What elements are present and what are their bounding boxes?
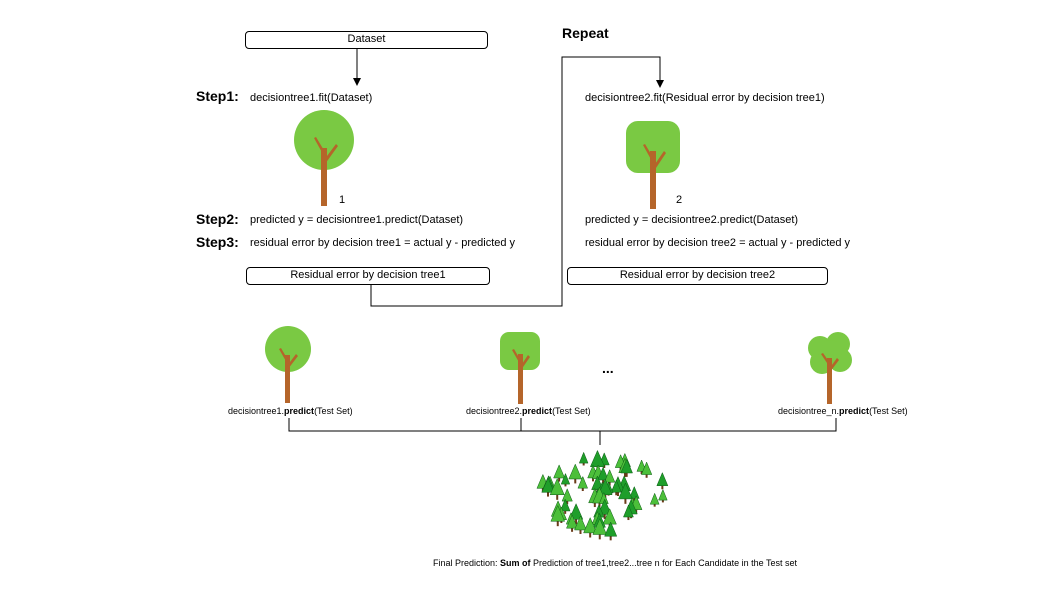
step1-label: Step1:: [196, 88, 239, 104]
predict-label-1-bold: predict: [284, 406, 315, 416]
tree-2-number: 2: [676, 194, 683, 206]
predict-label-2-prefix: decisiontree2.: [466, 406, 523, 416]
predict-label-n-bold: predict: [839, 406, 870, 416]
repeat-loop-line: [370, 56, 664, 307]
tree-1-icon: [294, 110, 354, 206]
predict-label-n-prefix: decisiontree_n.: [778, 406, 840, 416]
forest-tree: [658, 488, 668, 503]
ellipsis: ...: [602, 360, 614, 376]
forest-tree: [620, 458, 633, 477]
forest-tree: [541, 477, 555, 497]
step3-label: Step3:: [196, 234, 239, 250]
forest-tree: [610, 479, 622, 496]
bottom-tree-n-icon: [808, 332, 852, 404]
residual-box-1: Residual error by decision tree1: [246, 267, 490, 285]
predict-label-1-suffix: (Test Set): [314, 406, 353, 416]
step1-text: decisiontree1.fit(Dataset): [250, 92, 373, 104]
forest-tree: [604, 469, 616, 486]
forest-tree: [623, 504, 634, 521]
tree2-predict-text: predicted y = decisiontree2.predict(Data…: [585, 214, 799, 226]
predict-label-1: decisiontree1.predict(Test Set): [228, 406, 353, 416]
predict-label-2: decisiontree2.predict(Test Set): [466, 406, 591, 416]
forest-tree: [578, 451, 589, 466]
predict-label-n-suffix: (Test Set): [869, 406, 908, 416]
forest-tree: [574, 515, 587, 534]
forest-icon: [536, 449, 669, 541]
forest-tree: [553, 464, 566, 482]
final-prediction-suffix: Prediction of tree1,tree2...tree n for E…: [530, 558, 798, 568]
forest-tree: [592, 518, 608, 540]
step3-text: residual error by decision tree1 = actua…: [250, 237, 516, 249]
forest-tree: [550, 504, 566, 527]
forest-tree: [566, 514, 579, 532]
predict-label-1-prefix: decisiontree1.: [228, 406, 285, 416]
forest-tree: [597, 466, 609, 484]
final-prediction-text: Final Prediction: Sum of Prediction of t…: [433, 558, 797, 568]
residual-box-2: Residual error by decision tree2: [567, 267, 828, 285]
step2-label: Step2:: [196, 211, 239, 227]
tree-2-icon: [626, 121, 680, 209]
forest-tree: [568, 503, 584, 525]
tree2-residual-text: residual error by decision tree2 = actua…: [585, 237, 851, 249]
predict-label-2-bold: predict: [522, 406, 553, 416]
forest-tree: [549, 478, 565, 500]
step2-text: predicted y = decisiontree1.predict(Data…: [250, 214, 464, 226]
predict-label-2-suffix: (Test Set): [552, 406, 591, 416]
residual-box-1-label: Residual error by decision tree1: [290, 269, 446, 281]
tree2-fit-text: decisiontree2.fit(Residual error by deci…: [585, 92, 825, 104]
residual-box-2-label: Residual error by decision tree2: [619, 269, 776, 281]
forest-tree: [583, 517, 598, 538]
forest-tree: [649, 492, 660, 507]
forest-tree: [604, 521, 618, 541]
forest-tree: [656, 472, 669, 490]
forest-tree: [577, 475, 588, 492]
forest-tree: [559, 498, 571, 514]
final-prediction-bold: Sum of: [500, 558, 531, 568]
forest-tree: [618, 482, 633, 504]
forest-tree: [568, 463, 583, 484]
forest-tree: [641, 461, 653, 478]
dataset-label: Dataset: [347, 33, 386, 45]
bottom-tree-1-icon: [265, 326, 311, 403]
repeat-label: Repeat: [562, 25, 609, 41]
bottom-bracket: [288, 418, 837, 432]
bottom-tree-2-icon: [500, 332, 540, 404]
final-prediction-prefix: Final Prediction:: [433, 558, 501, 568]
forest-tree: [629, 485, 640, 502]
predict-label-n: decisiontree_n.predict(Test Set): [778, 406, 908, 416]
tree-1-number: 1: [339, 194, 346, 206]
forest-tree: [561, 488, 573, 505]
dataset-box: Dataset: [245, 31, 488, 49]
forest-tree: [560, 472, 571, 487]
